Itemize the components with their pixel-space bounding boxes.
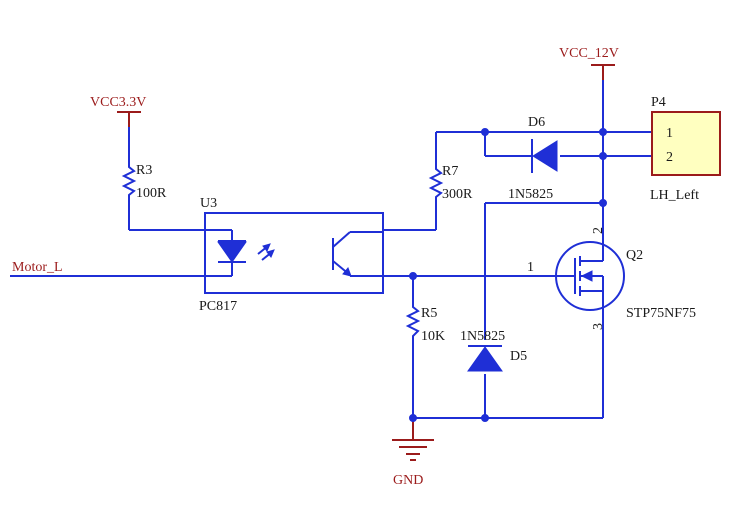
vcc12-power-symbol: VCC_12V [559, 46, 619, 80]
d5-part: 1N5825 [460, 329, 505, 344]
r5-ref: R5 [421, 306, 437, 321]
resistor-r5: R5 10K [405, 302, 445, 344]
motor-net-label: Motor_L [12, 260, 63, 275]
junctions [409, 128, 607, 422]
r7-ref: R7 [442, 164, 458, 179]
resistor-r3: R3 100R [121, 162, 167, 201]
r3-value: 100R [136, 186, 167, 201]
optocoupler-u3: U3 PC817 [199, 196, 384, 314]
vcc33-label: VCC3.3V [90, 95, 146, 110]
mosfet-q2: 1 2 3 Q2 STP75NF75 [527, 227, 696, 330]
r3-ref: R3 [136, 163, 152, 178]
vcc33-power-symbol: VCC3.3V [90, 95, 146, 127]
p4-pin2: 2 [666, 150, 673, 165]
diode-d5: 1N5825 D5 [460, 329, 527, 372]
d6-ref: D6 [528, 115, 545, 130]
q2-pin-gate: 1 [527, 260, 534, 275]
d6-part: 1N5825 [508, 187, 553, 202]
gnd-power-symbol: GND [392, 418, 434, 488]
q2-ref: Q2 [626, 248, 643, 263]
q2-pin-source: 3 [591, 323, 606, 330]
p4-ref: P4 [651, 95, 666, 110]
r7-value: 300R [442, 187, 473, 202]
d5-ref: D5 [510, 349, 527, 364]
u3-ref: U3 [200, 196, 217, 211]
wires [10, 80, 652, 419]
p4-name: LH_Left [650, 188, 699, 203]
u3-part: PC817 [199, 299, 237, 314]
diode-d6: D6 1N5825 [508, 115, 558, 202]
gnd-label: GND [393, 473, 423, 488]
r5-value: 10K [421, 329, 445, 344]
resistor-r7: R7 300R [428, 164, 473, 203]
p4-pin1: 1 [666, 126, 673, 141]
vcc12-label: VCC_12V [559, 46, 619, 61]
q2-part: STP75NF75 [626, 306, 696, 321]
q2-pin-drain: 2 [591, 227, 606, 234]
connector-p4: P4 1 2 LH_Left [650, 95, 721, 203]
